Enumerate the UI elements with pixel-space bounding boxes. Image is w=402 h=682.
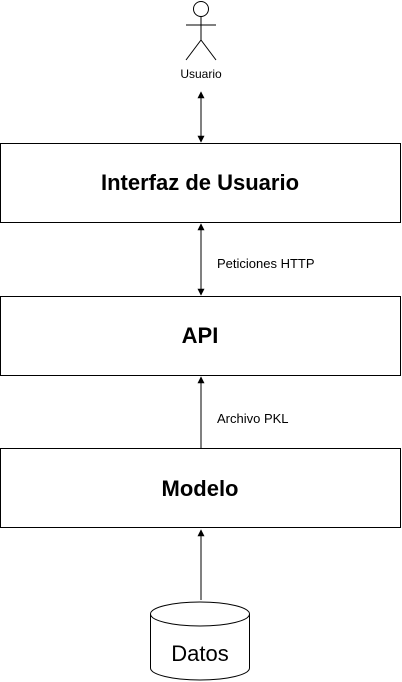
actor-label: Usuario (180, 67, 222, 81)
user-actor (185, 1, 217, 61)
ui-api-connector-label: Peticiones HTTP (217, 256, 315, 271)
ui-box-label: Interfaz de Usuario (101, 170, 299, 195)
database-cylinder (150, 601, 250, 681)
actor-left-leg (185, 39, 202, 61)
model-box-label: Modelo (162, 476, 239, 501)
model-api-connector-label: Archivo PKL (217, 411, 289, 426)
database-label: Datos (171, 641, 228, 666)
ui-box (0, 143, 401, 223)
database-body (150, 614, 250, 681)
api-box (0, 296, 401, 376)
actor-right-leg (200, 39, 217, 61)
model-box (0, 448, 401, 528)
api-box-label: API (182, 323, 219, 348)
actor-head (193, 1, 209, 17)
database-top (150, 601, 250, 627)
